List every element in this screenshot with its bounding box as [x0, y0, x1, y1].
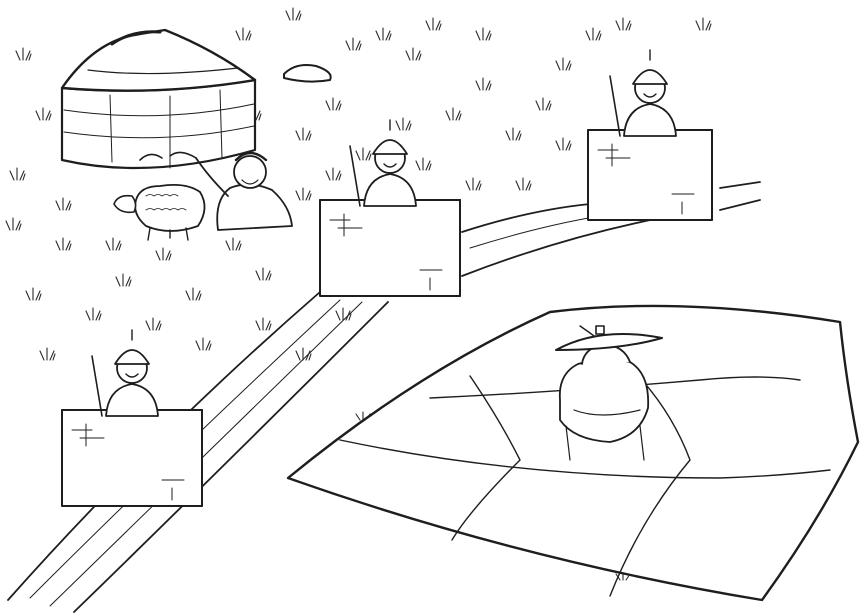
grass-tuft [195, 337, 212, 351]
grass-tuft [39, 347, 56, 361]
grass-tuft [225, 237, 242, 251]
herder-figure [169, 151, 293, 231]
guard [349, 119, 417, 207]
grass-tuft [515, 177, 532, 191]
grass-tuft [115, 273, 132, 287]
grass-tuft [415, 157, 432, 171]
grass-tuft [5, 217, 22, 231]
guard [609, 49, 677, 137]
great-wall-path [7, 181, 761, 613]
grass-tuft [295, 187, 312, 201]
grass-tuft [555, 137, 572, 151]
grass-tuft [155, 247, 172, 261]
grass-tuft [295, 127, 312, 141]
grass-tuft [105, 237, 122, 251]
farmer-figure [555, 325, 663, 461]
sheep [113, 183, 206, 241]
grass-tuft [25, 287, 42, 301]
grass-tuft [425, 17, 442, 31]
grass-tuft [9, 167, 26, 181]
grass-tuft [585, 27, 602, 41]
grass-tuft [255, 317, 272, 331]
grass-tuft [55, 237, 72, 251]
grass-tuft [465, 177, 482, 191]
grass-tuft [185, 287, 202, 301]
watchtower [587, 49, 713, 221]
grass-tuft [325, 167, 342, 181]
grass-tuft [445, 107, 462, 121]
grass-tuft [345, 37, 362, 51]
grass-tuft [255, 267, 272, 281]
rock [283, 64, 332, 83]
grass-tuft [535, 97, 552, 111]
grass-tuft [285, 7, 302, 21]
grass-tuft [85, 307, 102, 321]
grass-tuft [55, 197, 72, 211]
grass-tuft [335, 307, 352, 321]
grass-tuft [475, 77, 492, 91]
grass-tuft [475, 27, 492, 41]
grass-tuft [615, 17, 632, 31]
grass-tuft [15, 47, 32, 61]
farm-field [286, 304, 860, 602]
yurt [60, 28, 257, 170]
grass-tuft [325, 97, 342, 111]
watchtowers [61, 49, 713, 507]
grass-tuft [555, 57, 572, 71]
grass-tuft [295, 347, 312, 361]
grass-tuft [355, 147, 372, 161]
watchtower [319, 119, 461, 297]
grass-tuft [395, 117, 412, 131]
grass-tuft [695, 17, 712, 31]
guard [91, 329, 159, 417]
grass-tuft [235, 27, 252, 41]
watchtower [61, 329, 203, 507]
grass-tuft [145, 317, 162, 331]
grass-tuft [505, 127, 522, 141]
grass-tuft [405, 47, 422, 61]
grass-tuft [375, 27, 392, 41]
grass-tuft [35, 107, 52, 121]
